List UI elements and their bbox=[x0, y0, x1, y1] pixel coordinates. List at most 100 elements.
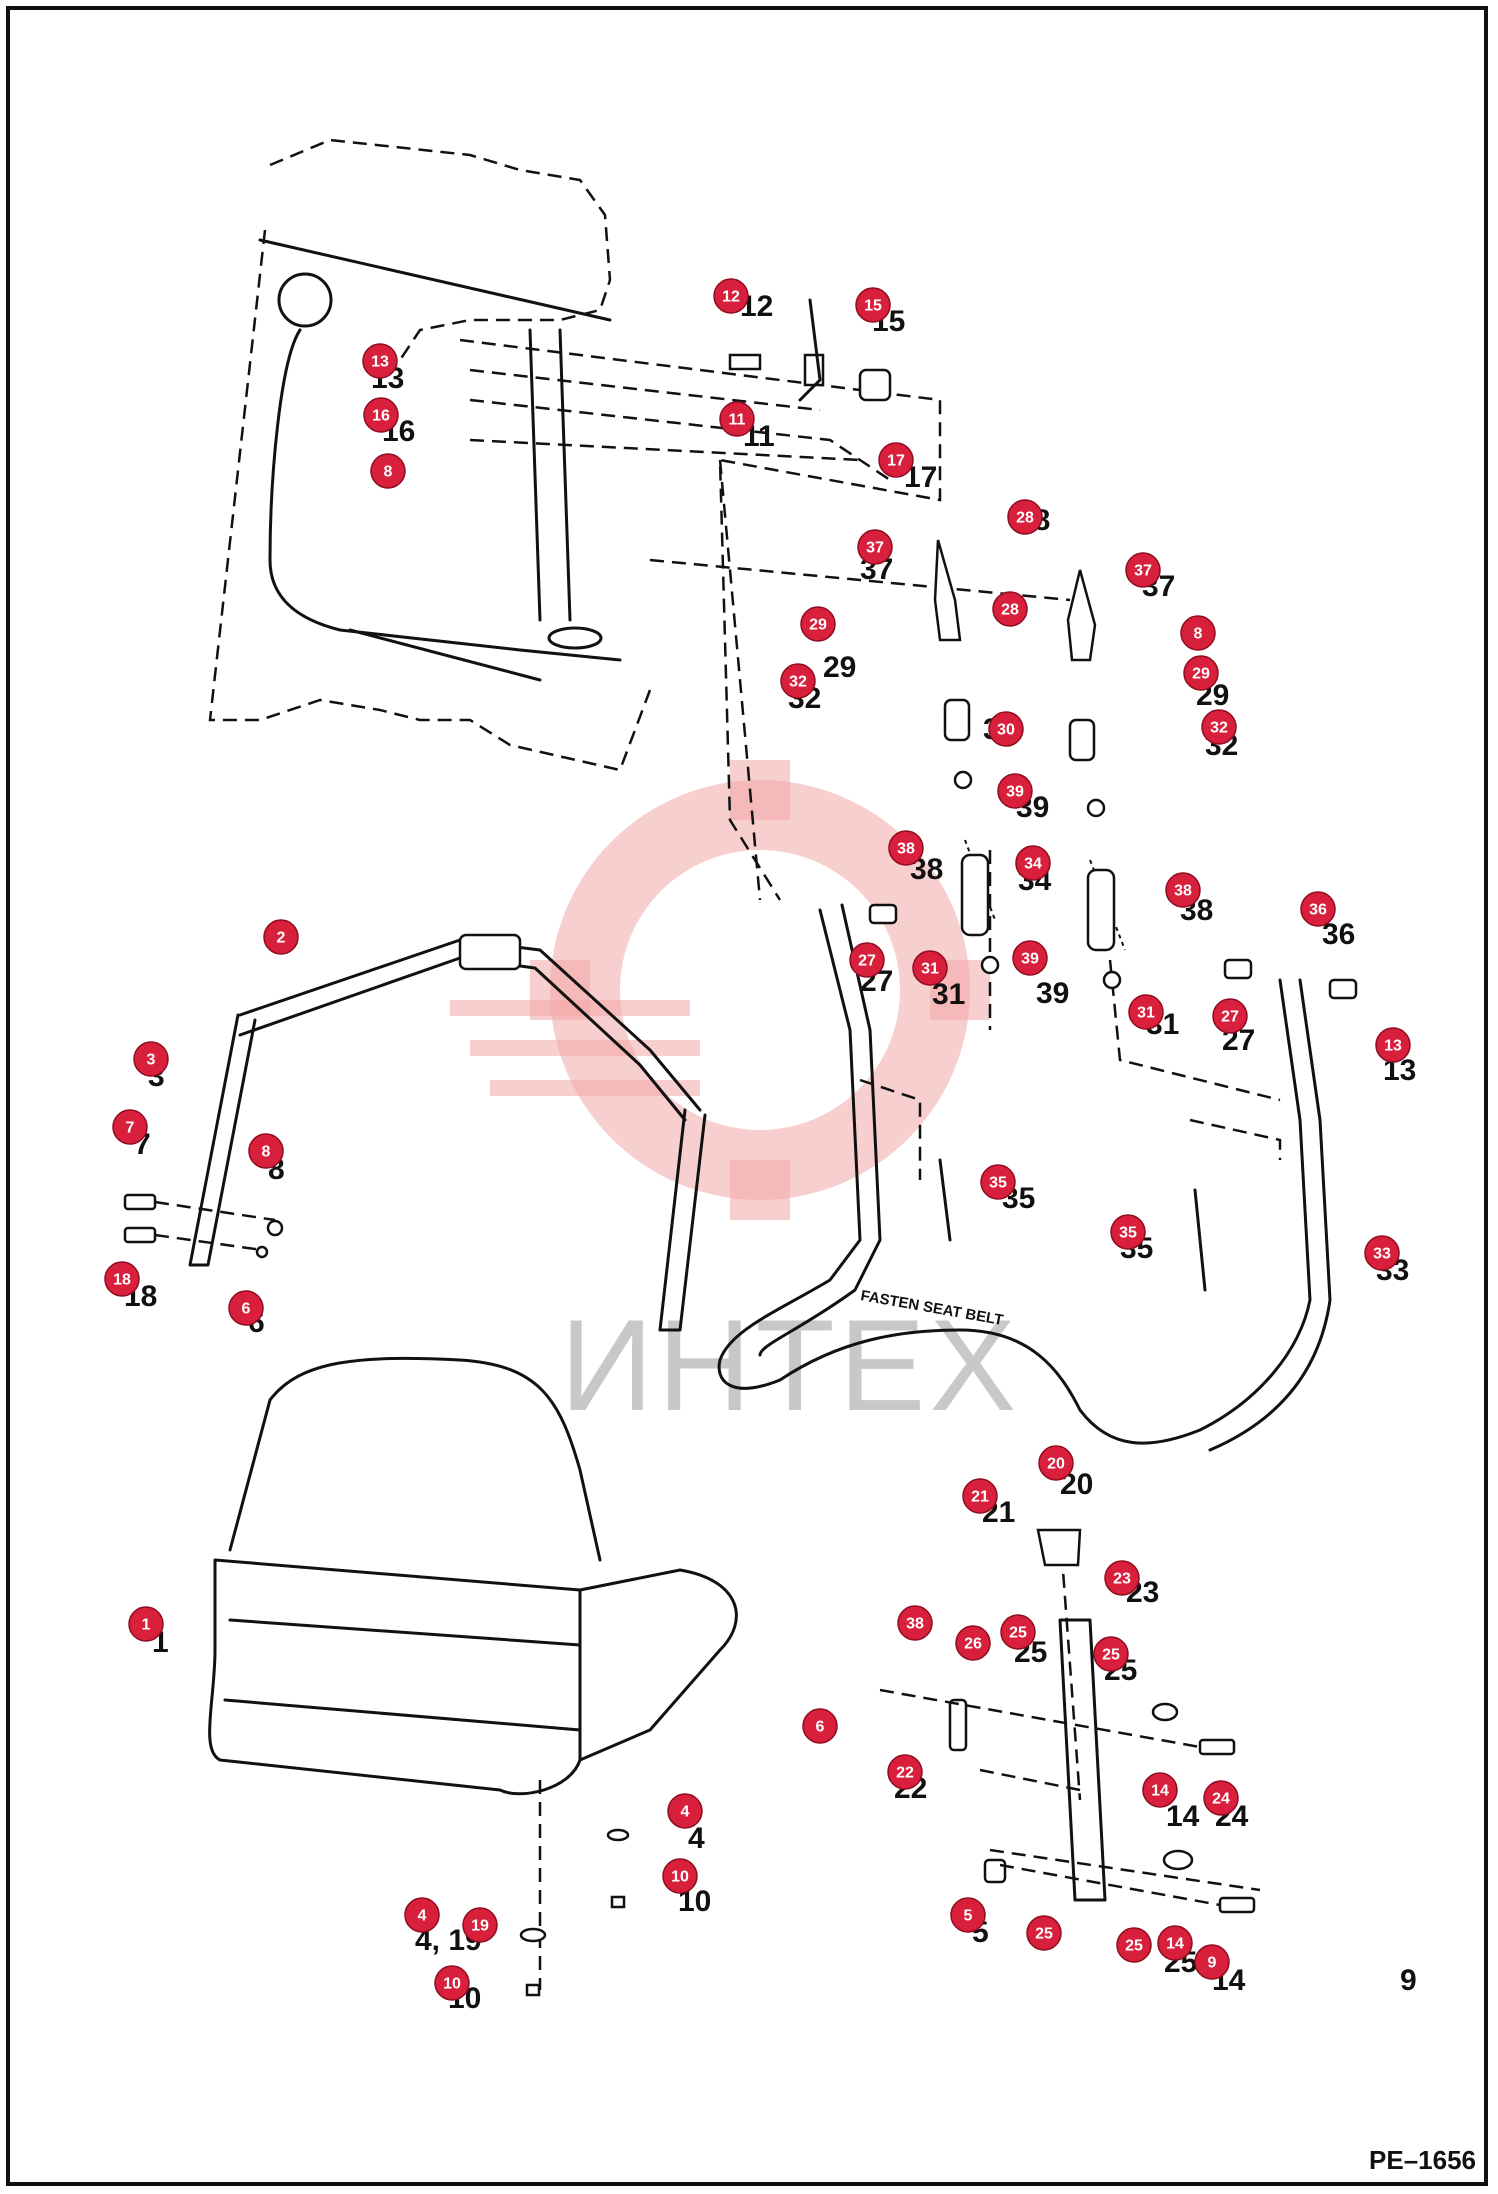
callout-badge-28[interactable]: 28 bbox=[1007, 499, 1043, 535]
callout-badge-18[interactable]: 18 bbox=[104, 1261, 140, 1297]
callout-badge-14[interactable]: 14 bbox=[1142, 1772, 1178, 1808]
callout-label: 34 bbox=[1024, 856, 1042, 873]
callout-badge-33[interactable]: 33 bbox=[1364, 1235, 1400, 1271]
callout-label: 36 bbox=[1309, 902, 1327, 919]
callout-badge-35[interactable]: 35 bbox=[980, 1164, 1016, 1200]
callout-label: 6 bbox=[242, 1301, 251, 1318]
callout-badge-2[interactable]: 2 bbox=[263, 919, 299, 955]
callout-badge-7[interactable]: 7 bbox=[112, 1109, 148, 1145]
callout-badge-8[interactable]: 8 bbox=[1180, 615, 1216, 651]
item-number-39: 39 bbox=[1036, 977, 1069, 1010]
callout-badge-14[interactable]: 14 bbox=[1157, 1925, 1193, 1961]
callout-label: 37 bbox=[866, 540, 884, 557]
callout-badge-38[interactable]: 38 bbox=[888, 830, 924, 866]
item-number-4: 4 bbox=[688, 1822, 705, 1855]
callout-label: 27 bbox=[858, 953, 876, 970]
callout-badge-5[interactable]: 5 bbox=[950, 1897, 986, 1933]
callout-label: 15 bbox=[864, 298, 882, 315]
callout-label: 8 bbox=[384, 464, 393, 481]
callout-badge-23[interactable]: 23 bbox=[1104, 1560, 1140, 1596]
callout-label: 22 bbox=[896, 1765, 914, 1782]
callout-badge-20[interactable]: 20 bbox=[1038, 1445, 1074, 1481]
callout-badge-34[interactable]: 34 bbox=[1015, 845, 1051, 881]
callout-badge-26[interactable]: 26 bbox=[955, 1625, 991, 1661]
callout-badge-39[interactable]: 39 bbox=[997, 773, 1033, 809]
callout-label: 39 bbox=[1006, 784, 1024, 801]
callout-label: 12 bbox=[722, 289, 740, 306]
callout-badge-35[interactable]: 35 bbox=[1110, 1214, 1146, 1250]
callout-badge-36[interactable]: 36 bbox=[1300, 891, 1336, 927]
callout-badge-3[interactable]: 3 bbox=[133, 1041, 169, 1077]
callout-badge-12[interactable]: 12 bbox=[713, 278, 749, 314]
callout-label: 10 bbox=[443, 1976, 461, 1993]
callout-badge-8[interactable]: 8 bbox=[370, 453, 406, 489]
callout-badge-29[interactable]: 29 bbox=[800, 606, 836, 642]
callout-badge-25[interactable]: 25 bbox=[1093, 1636, 1129, 1672]
callout-badge-6[interactable]: 6 bbox=[228, 1290, 264, 1326]
callout-badge-10[interactable]: 10 bbox=[662, 1858, 698, 1894]
callout-badge-32[interactable]: 32 bbox=[780, 663, 816, 699]
callout-label: 28 bbox=[1016, 510, 1034, 527]
callout-label: 6 bbox=[816, 1719, 825, 1736]
watermark-gear-logo bbox=[450, 760, 990, 1220]
seat-switch-assembly bbox=[879, 1528, 1256, 1914]
callout-badge-11[interactable]: 11 bbox=[719, 401, 755, 437]
callout-label: 25 bbox=[1009, 1625, 1027, 1642]
callout-badge-27[interactable]: 27 bbox=[849, 942, 885, 978]
seat-bar-latch-hardware bbox=[728, 298, 1358, 1292]
callout-badge-25[interactable]: 25 bbox=[1116, 1927, 1152, 1963]
callout-badge-8[interactable]: 8 bbox=[248, 1133, 284, 1169]
callout-badge-16[interactable]: 16 bbox=[363, 397, 399, 433]
callout-badge-22[interactable]: 22 bbox=[887, 1754, 923, 1790]
callout-badge-13[interactable]: 13 bbox=[362, 343, 398, 379]
callout-label: 17 bbox=[887, 453, 905, 470]
callout-badge-32[interactable]: 32 bbox=[1201, 709, 1237, 745]
callout-label: 24 bbox=[1212, 1791, 1230, 1808]
callout-badge-37[interactable]: 37 bbox=[1125, 552, 1161, 588]
callout-label: 32 bbox=[1210, 720, 1228, 737]
callout-label: 9 bbox=[1208, 1955, 1217, 1972]
callout-label: 25 bbox=[1125, 1938, 1143, 1955]
callout-label: 14 bbox=[1166, 1936, 1184, 1953]
callout-badge-10[interactable]: 10 bbox=[434, 1965, 470, 2001]
callout-badge-9[interactable]: 9 bbox=[1194, 1944, 1230, 1980]
callout-label: 20 bbox=[1047, 1456, 1065, 1473]
callout-badge-4[interactable]: 4 bbox=[667, 1793, 703, 1829]
item-number-9: 9 bbox=[1400, 1964, 1417, 1997]
callout-label: 38 bbox=[906, 1616, 924, 1633]
callout-badge-1[interactable]: 1 bbox=[128, 1606, 164, 1642]
callout-label: 5 bbox=[964, 1908, 973, 1925]
callout-label: 4 bbox=[418, 1908, 427, 1925]
callout-label: 31 bbox=[921, 961, 939, 978]
watermark-text: ИНТЕХ bbox=[560, 1292, 1020, 1438]
callout-badge-24[interactable]: 24 bbox=[1203, 1780, 1239, 1816]
callout-badge-39[interactable]: 39 bbox=[1012, 940, 1048, 976]
callout-label: 18 bbox=[113, 1272, 131, 1289]
callout-badge-4[interactable]: 4 bbox=[404, 1897, 440, 1933]
callout-badge-31[interactable]: 31 bbox=[1128, 994, 1164, 1030]
callout-badge-28[interactable]: 28 bbox=[992, 591, 1028, 627]
callout-badge-29[interactable]: 29 bbox=[1183, 655, 1219, 691]
callout-badge-25[interactable]: 25 bbox=[1000, 1614, 1036, 1650]
callout-badge-31[interactable]: 31 bbox=[912, 950, 948, 986]
callout-badge-19[interactable]: 19 bbox=[462, 1907, 498, 1943]
callout-badge-37[interactable]: 37 bbox=[857, 529, 893, 565]
callout-badge-17[interactable]: 17 bbox=[878, 442, 914, 478]
callout-badge-38[interactable]: 38 bbox=[1165, 872, 1201, 908]
callout-label: 30 bbox=[997, 722, 1015, 739]
callout-badge-6[interactable]: 6 bbox=[802, 1708, 838, 1744]
callout-label: 13 bbox=[1384, 1038, 1402, 1055]
callout-badge-27[interactable]: 27 bbox=[1212, 998, 1248, 1034]
callout-badge-13[interactable]: 13 bbox=[1375, 1027, 1411, 1063]
callout-label: 29 bbox=[1192, 666, 1210, 683]
callout-badge-25[interactable]: 25 bbox=[1026, 1915, 1062, 1951]
callout-badge-21[interactable]: 21 bbox=[962, 1478, 998, 1514]
callout-label: 27 bbox=[1221, 1009, 1239, 1026]
callout-badge-38[interactable]: 38 bbox=[897, 1605, 933, 1641]
callout-label: 4 bbox=[681, 1804, 690, 1821]
seat bbox=[208, 1356, 738, 1997]
callout-badge-30[interactable]: 30 bbox=[988, 711, 1024, 747]
callout-badge-15[interactable]: 15 bbox=[855, 287, 891, 323]
